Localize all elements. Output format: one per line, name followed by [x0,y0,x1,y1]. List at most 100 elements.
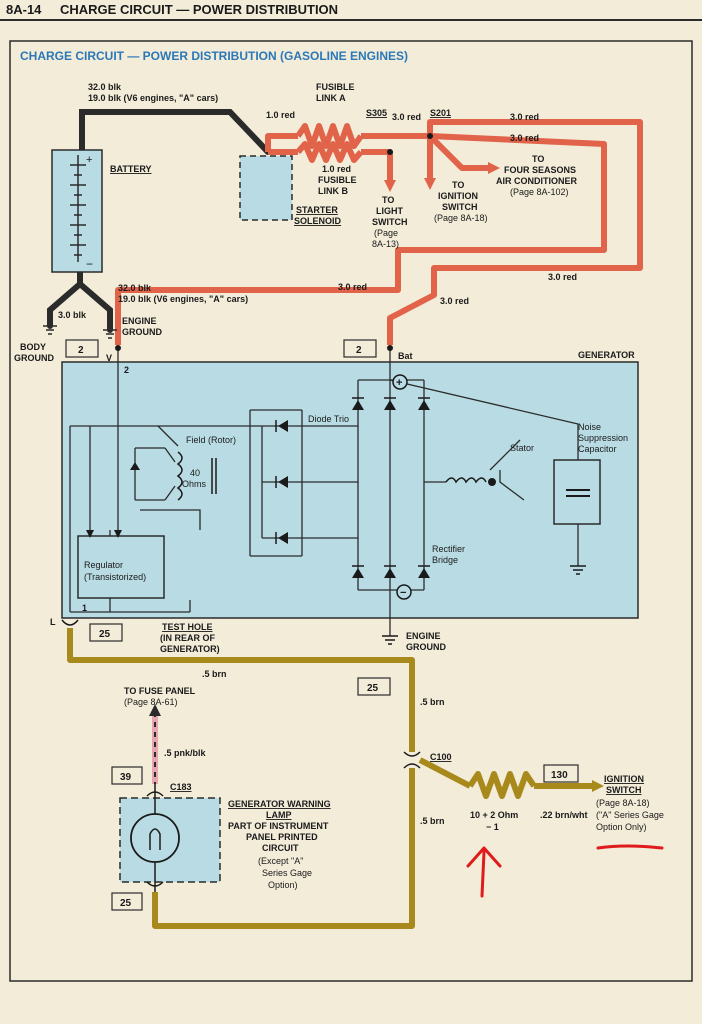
battery-cells [70,155,86,262]
ignition-switch-4: ("A" Series Gage [596,810,664,820]
circuit-box-l: 25 [99,629,111,640]
diagram-title: CHARGE CIRCUIT — POWER DISTRIBUTION (GAS… [20,49,408,63]
capacitor-ground-icon [570,565,586,575]
field-rotor-label: Field (Rotor) [186,435,236,445]
pnk-wire-label: .5 pnk/blk [164,748,207,758]
page-header-title: CHARGE CIRCUIT — POWER DISTRIBUTION [60,2,338,17]
splice-s305-dot [387,149,393,155]
positive-terminal-icon [392,374,408,390]
regulator-arrow-icon [86,530,94,538]
warning-lamp-4: PANEL PRINTED [246,832,318,842]
terminal-2: 2 [124,365,129,375]
light-switch-4: (Page [374,228,398,238]
field-core-icon [211,458,217,494]
rectifier-label-1: Rectifier [432,544,465,554]
four-seasons-2: FOUR SEASONS [504,165,576,175]
test-hole-2: (IN REAR OF [160,633,216,643]
starter-wire-label: 1.0 red [266,110,295,120]
stator-label: Stator [510,443,534,453]
lamp-filament-icon [149,828,161,850]
body-ground-1: BODY [20,342,46,352]
regulator-label-2: (Transistorized) [84,572,146,582]
warning-lamp-2: LAMP [266,810,292,820]
diagram-frame [9,40,693,982]
circuit-box-ignition: 130 [551,770,568,781]
four-seasons-3: AIR CONDITIONER [496,176,578,186]
negative-terminal-icon [396,584,412,600]
brn-label-2: .5 brn [420,697,445,707]
red-arrow-annotation-icon [466,846,502,898]
terminal-l-icon [61,619,79,626]
generator-label: GENERATOR [578,350,635,360]
battery-ground-icons [43,325,117,339]
ohms-value: 40 [190,468,200,478]
field-coil-icon [176,451,183,501]
noise-label-1: Noise [578,422,601,432]
regulator-box [77,535,165,599]
circuit-box-v: 2 [78,345,84,356]
ohms-unit: Ohms [182,479,207,489]
circuit-box-right: 25 [367,683,379,694]
fusible-a-2: LINK A [316,93,346,103]
splice-s305: S305 [366,108,387,118]
gen-engine-ground-1: ENGINE [406,631,441,641]
resistor-ohm-2: − 1 [486,822,499,832]
battery-cables [47,109,271,333]
rectifier-label-2: Bridge [432,555,458,565]
test-hole-1: TEST HOLE [162,622,213,632]
engine-ground-1: ENGINE [122,316,157,326]
terminal-v-dot [115,345,121,351]
battery-plus: + [86,154,92,166]
gen-engine-ground-2: GROUND [406,642,446,652]
engine-ground-icon [382,635,398,645]
splice-s201: S201 [430,108,451,118]
fusible-b-1: FUSIBLE [318,175,357,185]
warning-lamp-8: Option) [268,880,298,890]
capacitor-box [553,459,601,525]
ignition-switch-5: Option Only) [596,822,647,832]
air-conditioner-arrow-icon [488,162,500,174]
warning-lamp-1: GENERATOR WARNING [228,799,331,809]
four-seasons-1: TO [532,154,544,164]
brnwht-label: .22 brn/wht [540,810,588,820]
diode-trio-label: Diode Trio [308,414,349,424]
noise-label-2: Suppression [578,433,628,443]
stator-coil-icon [445,477,487,484]
ignition-switch-arrow-icon [424,178,436,190]
battery-wire-top-2: 19.0 blk (V6 engines, "A" cars) [88,93,218,103]
terminal-l: L [50,617,56,627]
fuse-panel-arrow-icon [149,704,161,716]
fusible-a-1: FUSIBLE [316,82,355,92]
terminal-1: 1 [82,603,87,613]
wire-top1-label: 3.0 red [510,112,539,122]
light-switch-arrow-icon [384,180,396,192]
wire-top2-label: 3.0 red [510,133,539,143]
battery-minus: − [86,257,93,271]
connector-c100: C100 [430,752,452,762]
light-switch-1: TO [382,195,394,205]
brown-wires [67,628,592,929]
body-wire-label: 3.0 blk [58,310,87,320]
connector-c183: C183 [170,782,192,792]
battery-label: BATTERY [110,164,152,174]
warning-lamp-5: CIRCUIT [262,843,299,853]
ign-switch-top-3: SWITCH [442,202,478,212]
test-hole-3: GENERATOR) [160,644,220,654]
connector-c100-icon [403,751,421,769]
red-underline-annotation [596,844,664,850]
plus-sign: + [396,377,402,389]
page-number: 8A-14 [6,2,42,17]
ign-switch-top-1: TO [452,180,464,190]
regulator-arrow-icon-2 [114,530,122,538]
regulator-label-1: Regulator [84,560,123,570]
light-switch-2: LIGHT [376,206,403,216]
circuit-box-lamp-top: 39 [120,772,132,783]
battery-wire-bottom-1: 32.0 blk [118,283,152,293]
brn-label-1: .5 brn [202,669,227,679]
fusible-b-wire: 1.0 red [322,164,351,174]
body-ground-2: GROUND [14,353,54,363]
wire-s305-label: 3.0 red [392,112,421,122]
noise-label-3: Capacitor [578,444,617,454]
